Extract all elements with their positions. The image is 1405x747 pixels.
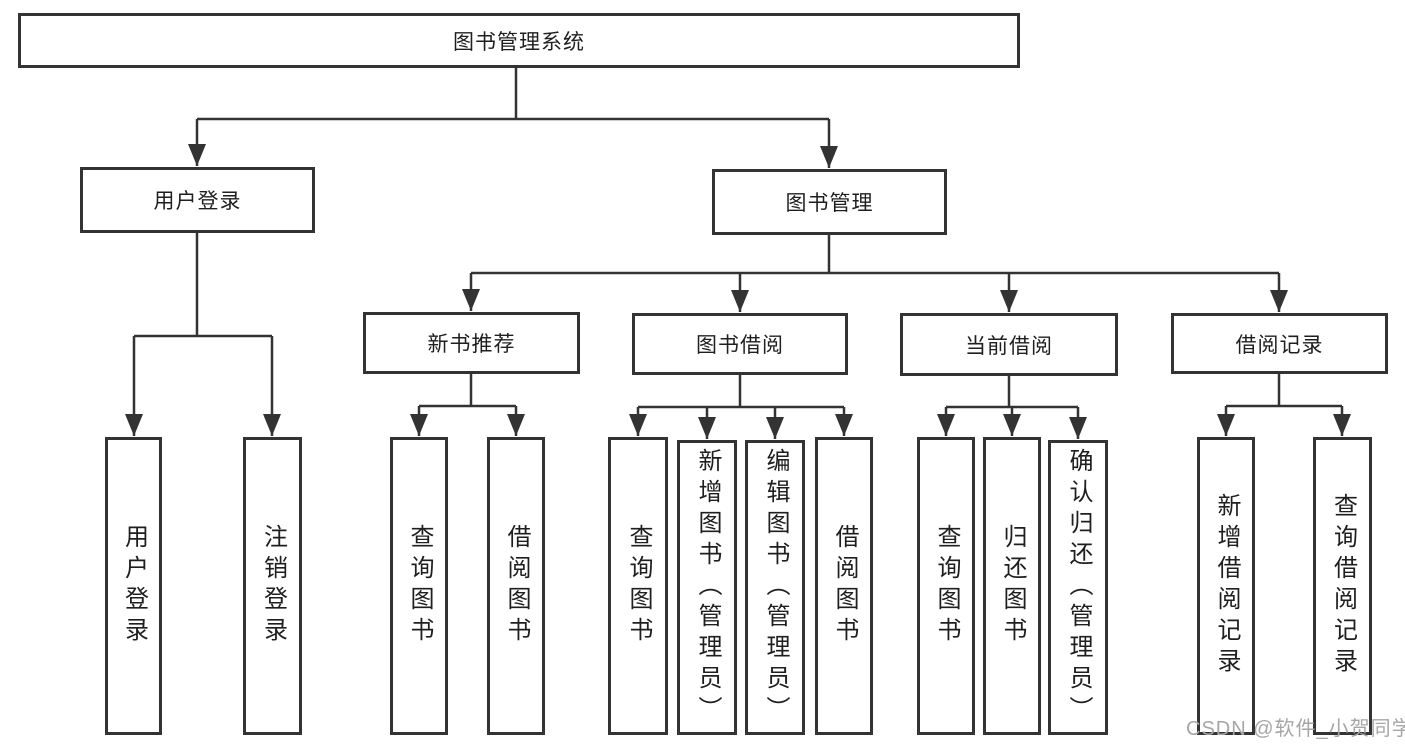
leaf-current-query-books: 查询图书 <box>917 437 975 735</box>
leaf-label: 确认归还（管理员） <box>1065 448 1092 727</box>
leaf-label: 查询图书 <box>406 524 433 648</box>
leaf-label: 注销登录 <box>259 524 287 648</box>
leaf-label: 新增图书（管理员） <box>694 448 721 727</box>
leaf-current-confirm-return-admin: 确认归还（管理员） <box>1048 440 1108 735</box>
node-book-borrow: 图书借阅 <box>632 313 848 375</box>
leaf-label: 查询图书 <box>625 524 652 648</box>
node-user-login: 用户登录 <box>80 167 315 233</box>
leaf-borrow-add-books-admin: 新增图书（管理员） <box>677 440 737 735</box>
node-current-borrow: 当前借阅 <box>900 313 1118 376</box>
leaf-logout: 注销登录 <box>243 437 302 735</box>
leaf-borrow-query-books: 查询图书 <box>608 437 668 735</box>
leaf-label: 查询图书 <box>933 524 960 648</box>
node-book-management: 图书管理 <box>712 169 947 235</box>
leaf-borrow-borrow-books: 借阅图书 <box>815 437 873 735</box>
leaf-records-query-record: 查询借阅记录 <box>1313 437 1372 735</box>
leaf-label: 新增借阅记录 <box>1213 493 1240 679</box>
leaf-label: 借阅图书 <box>831 524 858 648</box>
csdn-watermark: CSDN @软件_小贺同学 <box>1186 718 1405 740</box>
leaf-newrec-query-books: 查询图书 <box>390 437 448 735</box>
leaf-records-add-record: 新增借阅记录 <box>1197 437 1255 735</box>
node-new-book-recommend: 新书推荐 <box>363 312 580 374</box>
leaf-user-login: 用户登录 <box>105 437 162 735</box>
leaf-borrow-edit-books-admin: 编辑图书（管理员） <box>745 440 805 735</box>
leaf-label: 查询借阅记录 <box>1329 493 1357 679</box>
leaf-label: 编辑图书（管理员） <box>762 448 789 727</box>
leaf-label: 借阅图书 <box>503 524 530 648</box>
leaf-current-return-books: 归还图书 <box>983 437 1041 735</box>
leaf-newrec-borrow-books: 借阅图书 <box>487 437 545 735</box>
leaf-label: 归还图书 <box>999 524 1026 648</box>
node-root-library-system: 图书管理系统 <box>18 13 1020 68</box>
leaf-label: 用户登录 <box>120 524 148 648</box>
node-borrow-records: 借阅记录 <box>1171 313 1388 374</box>
